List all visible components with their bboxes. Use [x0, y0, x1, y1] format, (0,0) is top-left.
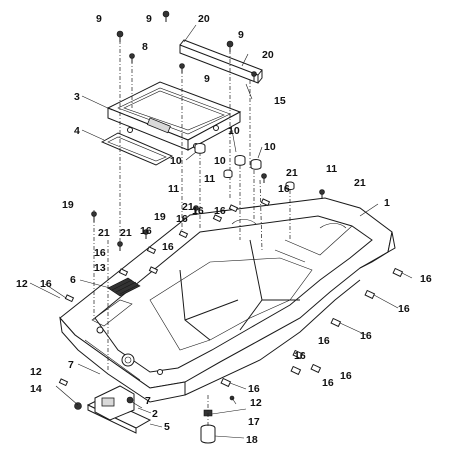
callout-11: 11: [204, 173, 215, 185]
callout-12: 12: [16, 278, 28, 290]
callout-16: 16: [140, 225, 152, 237]
callout-7: 7: [68, 359, 74, 371]
grille-part-13: [107, 277, 141, 297]
callout-16: 16: [340, 370, 352, 382]
callout-16: 16: [294, 350, 306, 362]
callout-6: 6: [70, 274, 76, 286]
alignment-lines: [93, 40, 291, 426]
callout-10: 10: [264, 141, 276, 153]
leader-lines: [29, 24, 413, 439]
control-box-part-3: [106, 81, 242, 151]
callout-7: 7: [145, 395, 151, 407]
callout-21: 21: [98, 227, 110, 239]
callout-15: 15: [274, 95, 286, 107]
callout-9: 9: [204, 73, 210, 85]
callout-19: 19: [154, 211, 166, 223]
callout-16: 16: [322, 377, 334, 389]
callout-16: 16: [248, 383, 260, 395]
callout-21: 21: [354, 177, 366, 189]
callout-4: 4: [74, 125, 80, 137]
callout-5: 5: [164, 421, 170, 433]
callout-21: 21: [182, 201, 194, 213]
callout-16: 16: [192, 205, 204, 217]
gasket-part-4: [100, 132, 174, 166]
callout-16: 16: [398, 303, 410, 315]
callout-16: 16: [214, 205, 226, 217]
callout-19: 19: [62, 199, 74, 211]
callout-9: 9: [146, 13, 152, 25]
callout-11: 11: [168, 183, 179, 195]
callout-16: 16: [40, 278, 52, 290]
callout-16: 16: [318, 335, 330, 347]
callout-21: 21: [286, 167, 298, 179]
callout-16: 16: [176, 213, 188, 225]
callout-16: 16: [278, 183, 290, 195]
callout-1: 1: [384, 197, 390, 209]
callout-20: 20: [262, 49, 274, 61]
callout-16: 16: [94, 247, 106, 259]
callout-2: 2: [152, 408, 158, 420]
callout-21: 21: [120, 227, 132, 239]
callout-10: 10: [228, 125, 240, 137]
callout-11: 11: [326, 163, 337, 175]
callout-9: 9: [238, 29, 244, 41]
tray-body-part-1: [59, 197, 396, 403]
callout-20: 20: [198, 13, 210, 25]
callout-3: 3: [74, 91, 80, 103]
callout-17: 17: [248, 416, 260, 428]
callout-labels: 1 2 3 4 5 6 7 7 8 9 9 9 9 10 10 10 10 11…: [16, 13, 432, 446]
mount-assembly: [74, 385, 152, 434]
callout-10: 10: [170, 155, 182, 167]
callout-13: 13: [94, 262, 106, 274]
callout-10: 10: [214, 155, 226, 167]
callout-16: 16: [360, 330, 372, 342]
fasteners: [58, 10, 404, 401]
callout-16: 16: [420, 273, 432, 285]
callout-12: 12: [30, 366, 42, 378]
callout-8: 8: [142, 41, 148, 53]
callout-9: 9: [96, 13, 102, 25]
callout-16: 16: [162, 241, 174, 253]
bracket-part-20: [179, 39, 263, 84]
callout-18: 18: [246, 434, 258, 446]
callout-14: 14: [30, 383, 42, 395]
callout-12: 12: [250, 397, 262, 409]
